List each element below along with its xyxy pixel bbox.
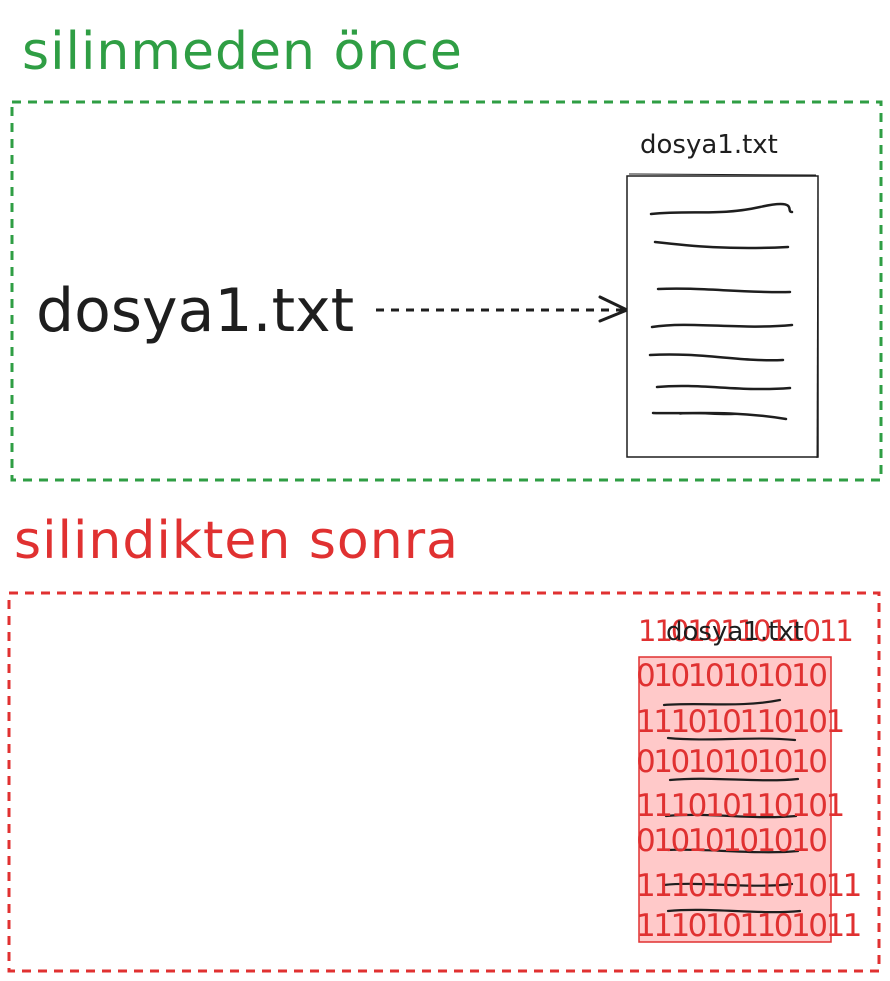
binary-row-7: 1110101101011 bbox=[636, 908, 860, 944]
before-section-title: silinmeden önce bbox=[22, 22, 463, 82]
after-section-title: silindikten sonra bbox=[14, 511, 459, 571]
binary-rows: 01010101010 111010110101 01010101010 111… bbox=[636, 658, 862, 944]
document-label-after: dosya1.txt bbox=[666, 617, 804, 647]
binary-row-6: 1110101101011 bbox=[636, 868, 860, 904]
binary-row-4: 111010110101 bbox=[636, 788, 843, 824]
binary-row-5: 01010101010 bbox=[636, 823, 826, 859]
binary-row-2: 111010110101 bbox=[636, 704, 843, 740]
binary-header-row: 1101011011011 bbox=[638, 614, 854, 648]
document-text-lines-before bbox=[648, 202, 794, 421]
before-frame bbox=[10, 100, 883, 482]
document-text-lines-after bbox=[662, 698, 802, 914]
document-page-before bbox=[626, 173, 819, 459]
filename-label: dosya1.txt bbox=[36, 276, 355, 346]
document-label-before: dosya1.txt bbox=[640, 130, 778, 160]
binary-row-1: 01010101010 bbox=[636, 658, 826, 694]
pointer-arrow bbox=[376, 295, 629, 323]
after-frame bbox=[7, 591, 881, 973]
binary-row-3: 01010101010 bbox=[636, 744, 826, 780]
